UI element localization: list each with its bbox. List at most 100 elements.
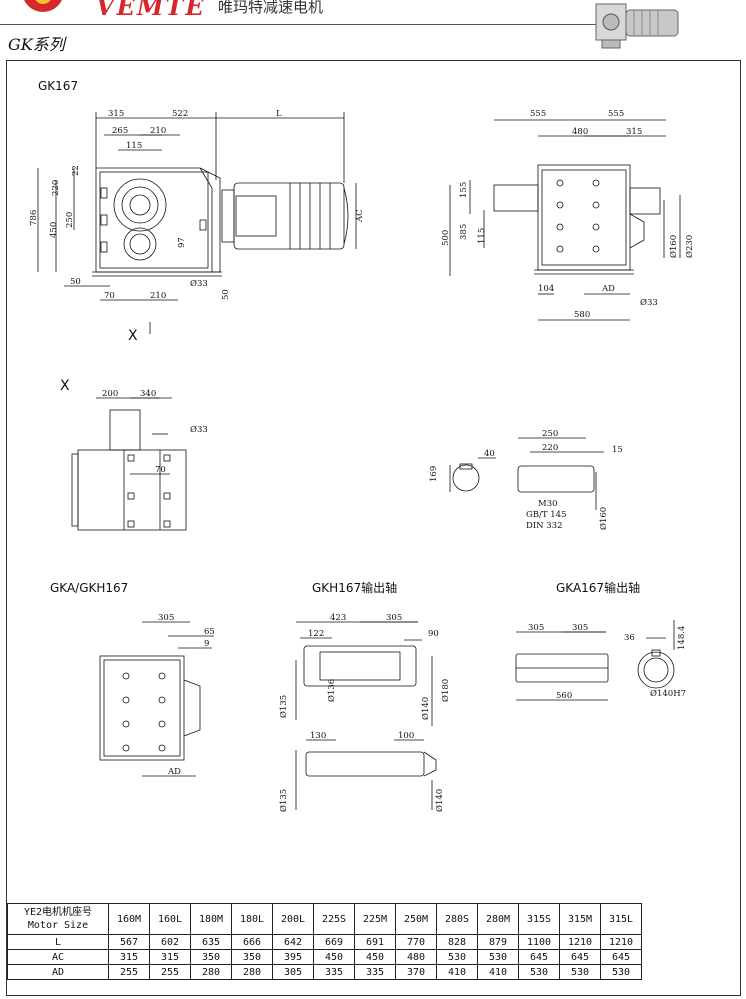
size-header: 315S [518,903,560,935]
table-cell: 691 [354,934,396,950]
dim-305-gka: 305 [158,613,174,623]
table-cell: 410 [477,964,519,980]
motor-size-table: YE2电机机座号 Motor Size 160M 160L 180M 180L … [7,903,642,980]
gear-motor-product-icon [595,3,679,49]
dim-65: 65 [204,627,215,637]
table-cell: 530 [559,964,601,980]
table-cell: 635 [190,934,232,950]
dim-70: 70 [104,291,115,301]
corner-label-cn: YE2电机机座号 [23,907,93,918]
dim-250: 250 [542,429,558,439]
dim-560: 560 [556,691,572,701]
table-cell: 255 [108,964,150,980]
table-row: L 567 602 635 666 642 669 691 770 828 87… [7,934,642,950]
view-x-label: X [60,378,70,394]
table-cell: 480 [395,949,437,965]
x-view [71,397,187,531]
size-header: 280S [436,903,478,935]
dim-22: 22 [71,165,81,176]
gka-gkh-view [99,621,214,777]
dim-d33-side: Ø33 [640,297,658,308]
view-x-marker: X [128,328,138,344]
dim-315-side: 315 [626,127,642,137]
row-label: L [7,934,109,950]
dim-ad: AD [601,284,615,294]
gka-shaft-dimensions: 305 305 36 148.4 560 Ø140H7 [528,623,687,701]
table-cell: 280 [190,964,232,980]
dim-d135: Ø135 [278,695,289,718]
dim-d180: Ø180 [440,679,451,702]
title-gka-gkh: GKA/GKH167 [50,581,128,595]
size-header: 180M [190,903,232,935]
size-header: 160M [108,903,150,935]
gka-gkh-dimensions: 305 65 9 AD [158,613,215,777]
size-header: 250M [395,903,437,935]
dim-130: 130 [310,731,326,741]
dim-d136: Ø136 [326,679,337,702]
table-row: AD 255 255 280 280 305 335 335 370 410 4… [7,964,642,980]
title-main: GK167 [38,79,78,93]
dim-d140b: Ø140 [434,789,445,812]
dim-90: 90 [428,629,439,639]
thread-din: DIN 332 [526,521,563,531]
table-cell: 280 [231,964,273,980]
gkh-shaft-dimensions: 423 305 122 90 Ø135 Ø136 Ø140 Ø180 130 1… [278,613,451,812]
dim-d230: Ø230 [684,235,695,258]
dim-220: 220 [51,180,61,196]
main-view-dimensions: 315 522 L 265 210 115 220 22 786 450 250… [29,109,365,301]
series-title: GK系列 [8,35,65,54]
table-cell: 530 [477,949,519,965]
x-view-dimensions: 200 340 Ø33 70 [102,389,208,475]
brand-logo-icon [22,0,64,12]
table-cell: 255 [149,964,191,980]
dim-115: 115 [126,141,142,151]
row-label: AD [7,964,109,980]
dim-d140: Ø140 [420,697,431,720]
shaft-detail [449,437,604,510]
size-header: 200L [272,903,314,935]
side-view-dimensions: 555 555 480 315 155 385 500 115 Ø160 Ø23… [441,109,695,320]
dim-100: 100 [398,731,414,741]
title-gka-shaft: GKA167输出轴 [556,580,640,595]
dim-97: 97 [177,237,187,248]
table-cell: 1210 [600,934,642,950]
table-cell: 370 [395,964,437,980]
dim-15: 15 [612,445,623,455]
table-header-row: YE2电机机座号 Motor Size 160M 160L 180M 180L … [7,903,642,935]
page-header: VEMTE 唯玛特减速电机 GK系列 [0,0,746,56]
dim-210a: 210 [150,126,166,136]
table-cell: 335 [313,964,355,980]
table-cell: 410 [436,964,478,980]
dim-d33-x: Ø33 [190,424,208,435]
table-cell: 350 [231,949,273,965]
dim-9: 9 [204,639,209,649]
size-header: 160L [149,903,191,935]
dim-104: 104 [538,284,554,294]
dim-ac: AC [355,209,365,223]
dim-70-x: 70 [155,465,166,475]
table-cell: 335 [354,964,396,980]
dim-522: 522 [172,109,188,119]
row-label: AC [7,949,109,965]
side-view [449,119,681,321]
table-cell: 1100 [518,934,560,950]
dim-305-gkh: 305 [386,613,402,623]
table-cell: 1210 [559,934,601,950]
dim-40: 40 [484,449,495,459]
table-row: AC 315 315 350 350 395 450 450 480 530 5… [7,949,642,965]
table-cell: 642 [272,934,314,950]
dim-305-gka-b: 305 [572,623,588,633]
brand-name-chinese: 唯玛特减速电机 [218,0,324,16]
size-header: 225M [354,903,396,935]
size-header: 315M [559,903,601,935]
dim-265: 265 [112,126,128,136]
table-cell: 305 [272,964,314,980]
size-header: 180L [231,903,273,935]
table-cell: 315 [108,949,150,965]
dim-l: L [276,109,282,119]
dim-ad-gka: AD [167,767,181,777]
dim-555b: 555 [608,109,624,119]
dim-200: 200 [102,389,118,399]
dim-50b: 50 [221,289,231,300]
dim-385: 385 [459,224,469,240]
